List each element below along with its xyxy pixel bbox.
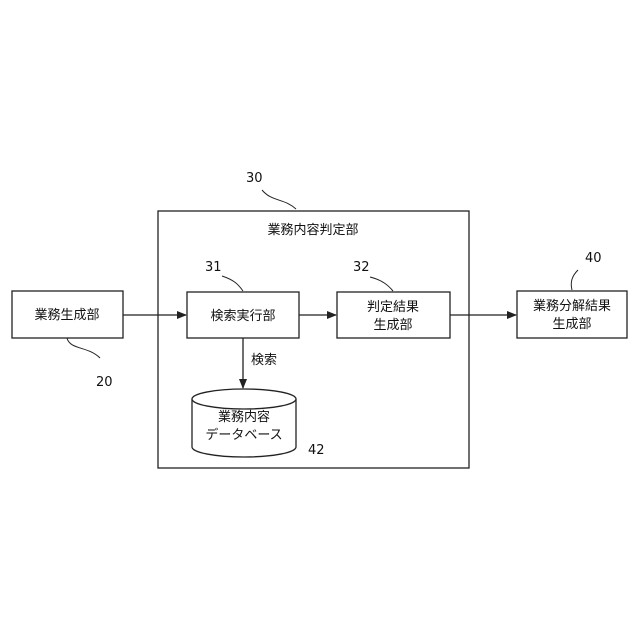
database-label-line2: データベース [205, 427, 282, 443]
ref-30: 30 [246, 171, 263, 186]
ref-32: 32 [353, 260, 370, 275]
ref-20: 20 [96, 375, 113, 390]
judgment-result-label-line2: 生成部 [373, 318, 412, 333]
business-content-judgment-unit-label: 業務内容判定部 [267, 222, 358, 238]
ref-42: 42 [308, 443, 325, 458]
ref-31: 31 [205, 260, 222, 275]
judgment-result-label-line1: 判定結果 [367, 300, 419, 315]
decomposition-result-label-line2: 生成部 [552, 317, 591, 332]
decomposition-result-label-line1: 業務分解結果 [533, 298, 611, 314]
ref-40: 40 [585, 251, 602, 266]
ref-30-leader [262, 190, 296, 209]
ref-40-leader [571, 270, 578, 290]
search-arrow-label: 検索 [251, 353, 277, 368]
search-execution-unit-label: 検索実行部 [210, 308, 275, 324]
ref-20-leader [67, 338, 100, 358]
database-cylinder-top [192, 389, 296, 409]
business-generation-unit-label: 業務生成部 [34, 307, 99, 323]
database-label-line1: 業務内容 [218, 409, 270, 425]
